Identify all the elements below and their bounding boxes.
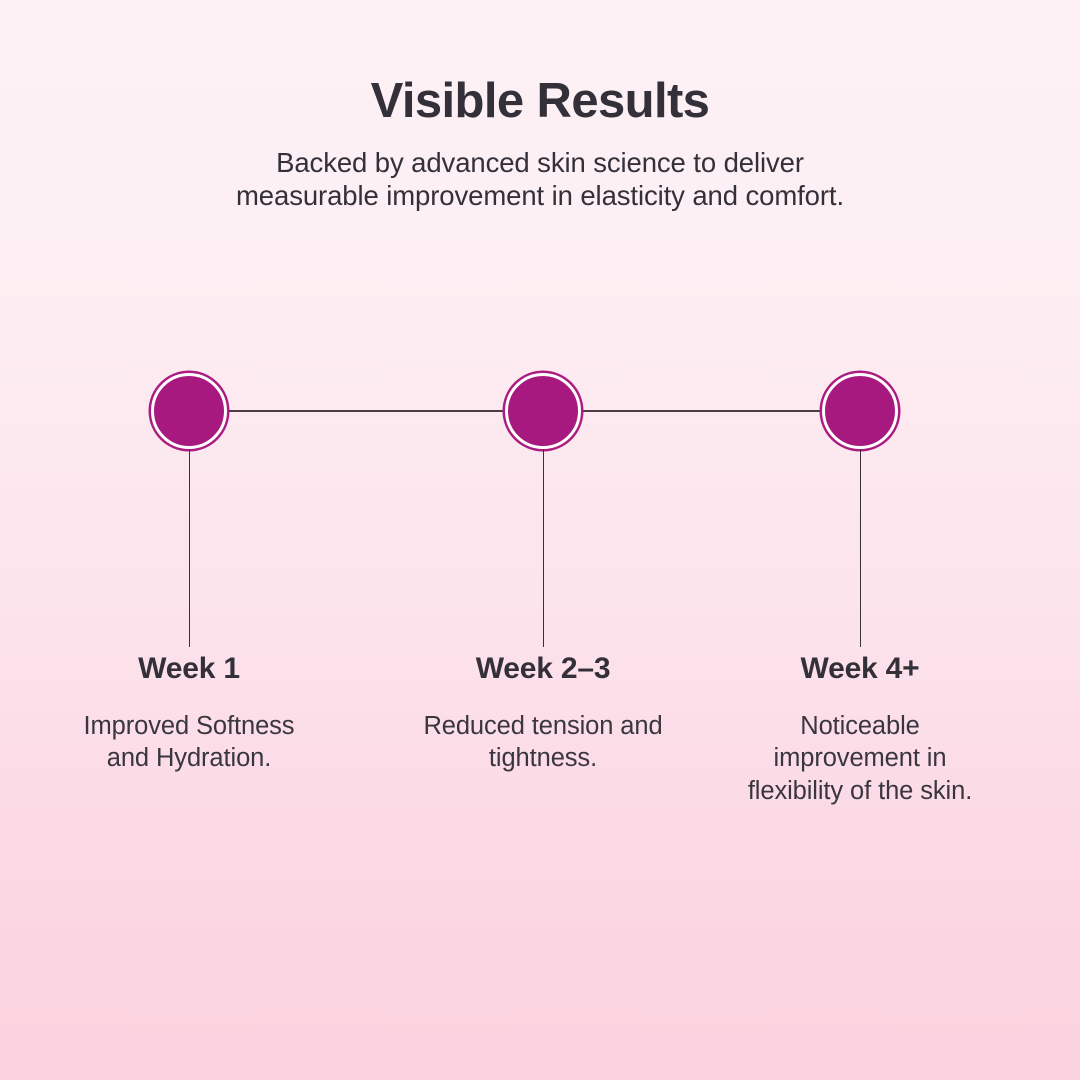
header: Visible Results Backed by advanced skin … [0, 0, 1080, 213]
step-title: Week 4+ [800, 652, 920, 685]
timeline-connector-week-1 [188, 449, 191, 647]
timeline-connector-week-2-3 [542, 449, 545, 647]
step-title: Week 2–3 [475, 652, 611, 685]
timeline-node-week-1[interactable] [151, 373, 227, 449]
page-subtitle: Backed by advanced skin science to deliv… [0, 129, 1080, 213]
timeline-step-week-2-3: Week 2–3 Reduced tension and tightness. [413, 652, 673, 775]
timeline-step-week-4-plus: Week 4+ Noticeable improvement in flexib… [737, 652, 983, 808]
timeline-step-week-1: Week 1 Improved Softness and Hydration. [69, 652, 309, 775]
step-description: Reduced tension and tightness. [423, 711, 663, 773]
timeline-connector-week-4-plus [859, 449, 862, 647]
timeline-node-week-2-3[interactable] [505, 373, 581, 449]
page-subtitle-line-1: Backed by advanced skin science to deliv… [276, 146, 804, 178]
timeline-node-week-4-plus[interactable] [822, 373, 898, 449]
page-subtitle-line-2: measurable improvement in elasticity and… [236, 180, 844, 212]
step-description: Improved Softness and Hydration. [83, 711, 295, 773]
timeline-steps: Week 1 Improved Softness and Hydration. … [0, 652, 1080, 912]
step-title: Week 1 [138, 652, 240, 685]
step-description: Noticeable improvement in flexibility of… [747, 711, 973, 806]
page-title: Visible Results [370, 74, 710, 128]
